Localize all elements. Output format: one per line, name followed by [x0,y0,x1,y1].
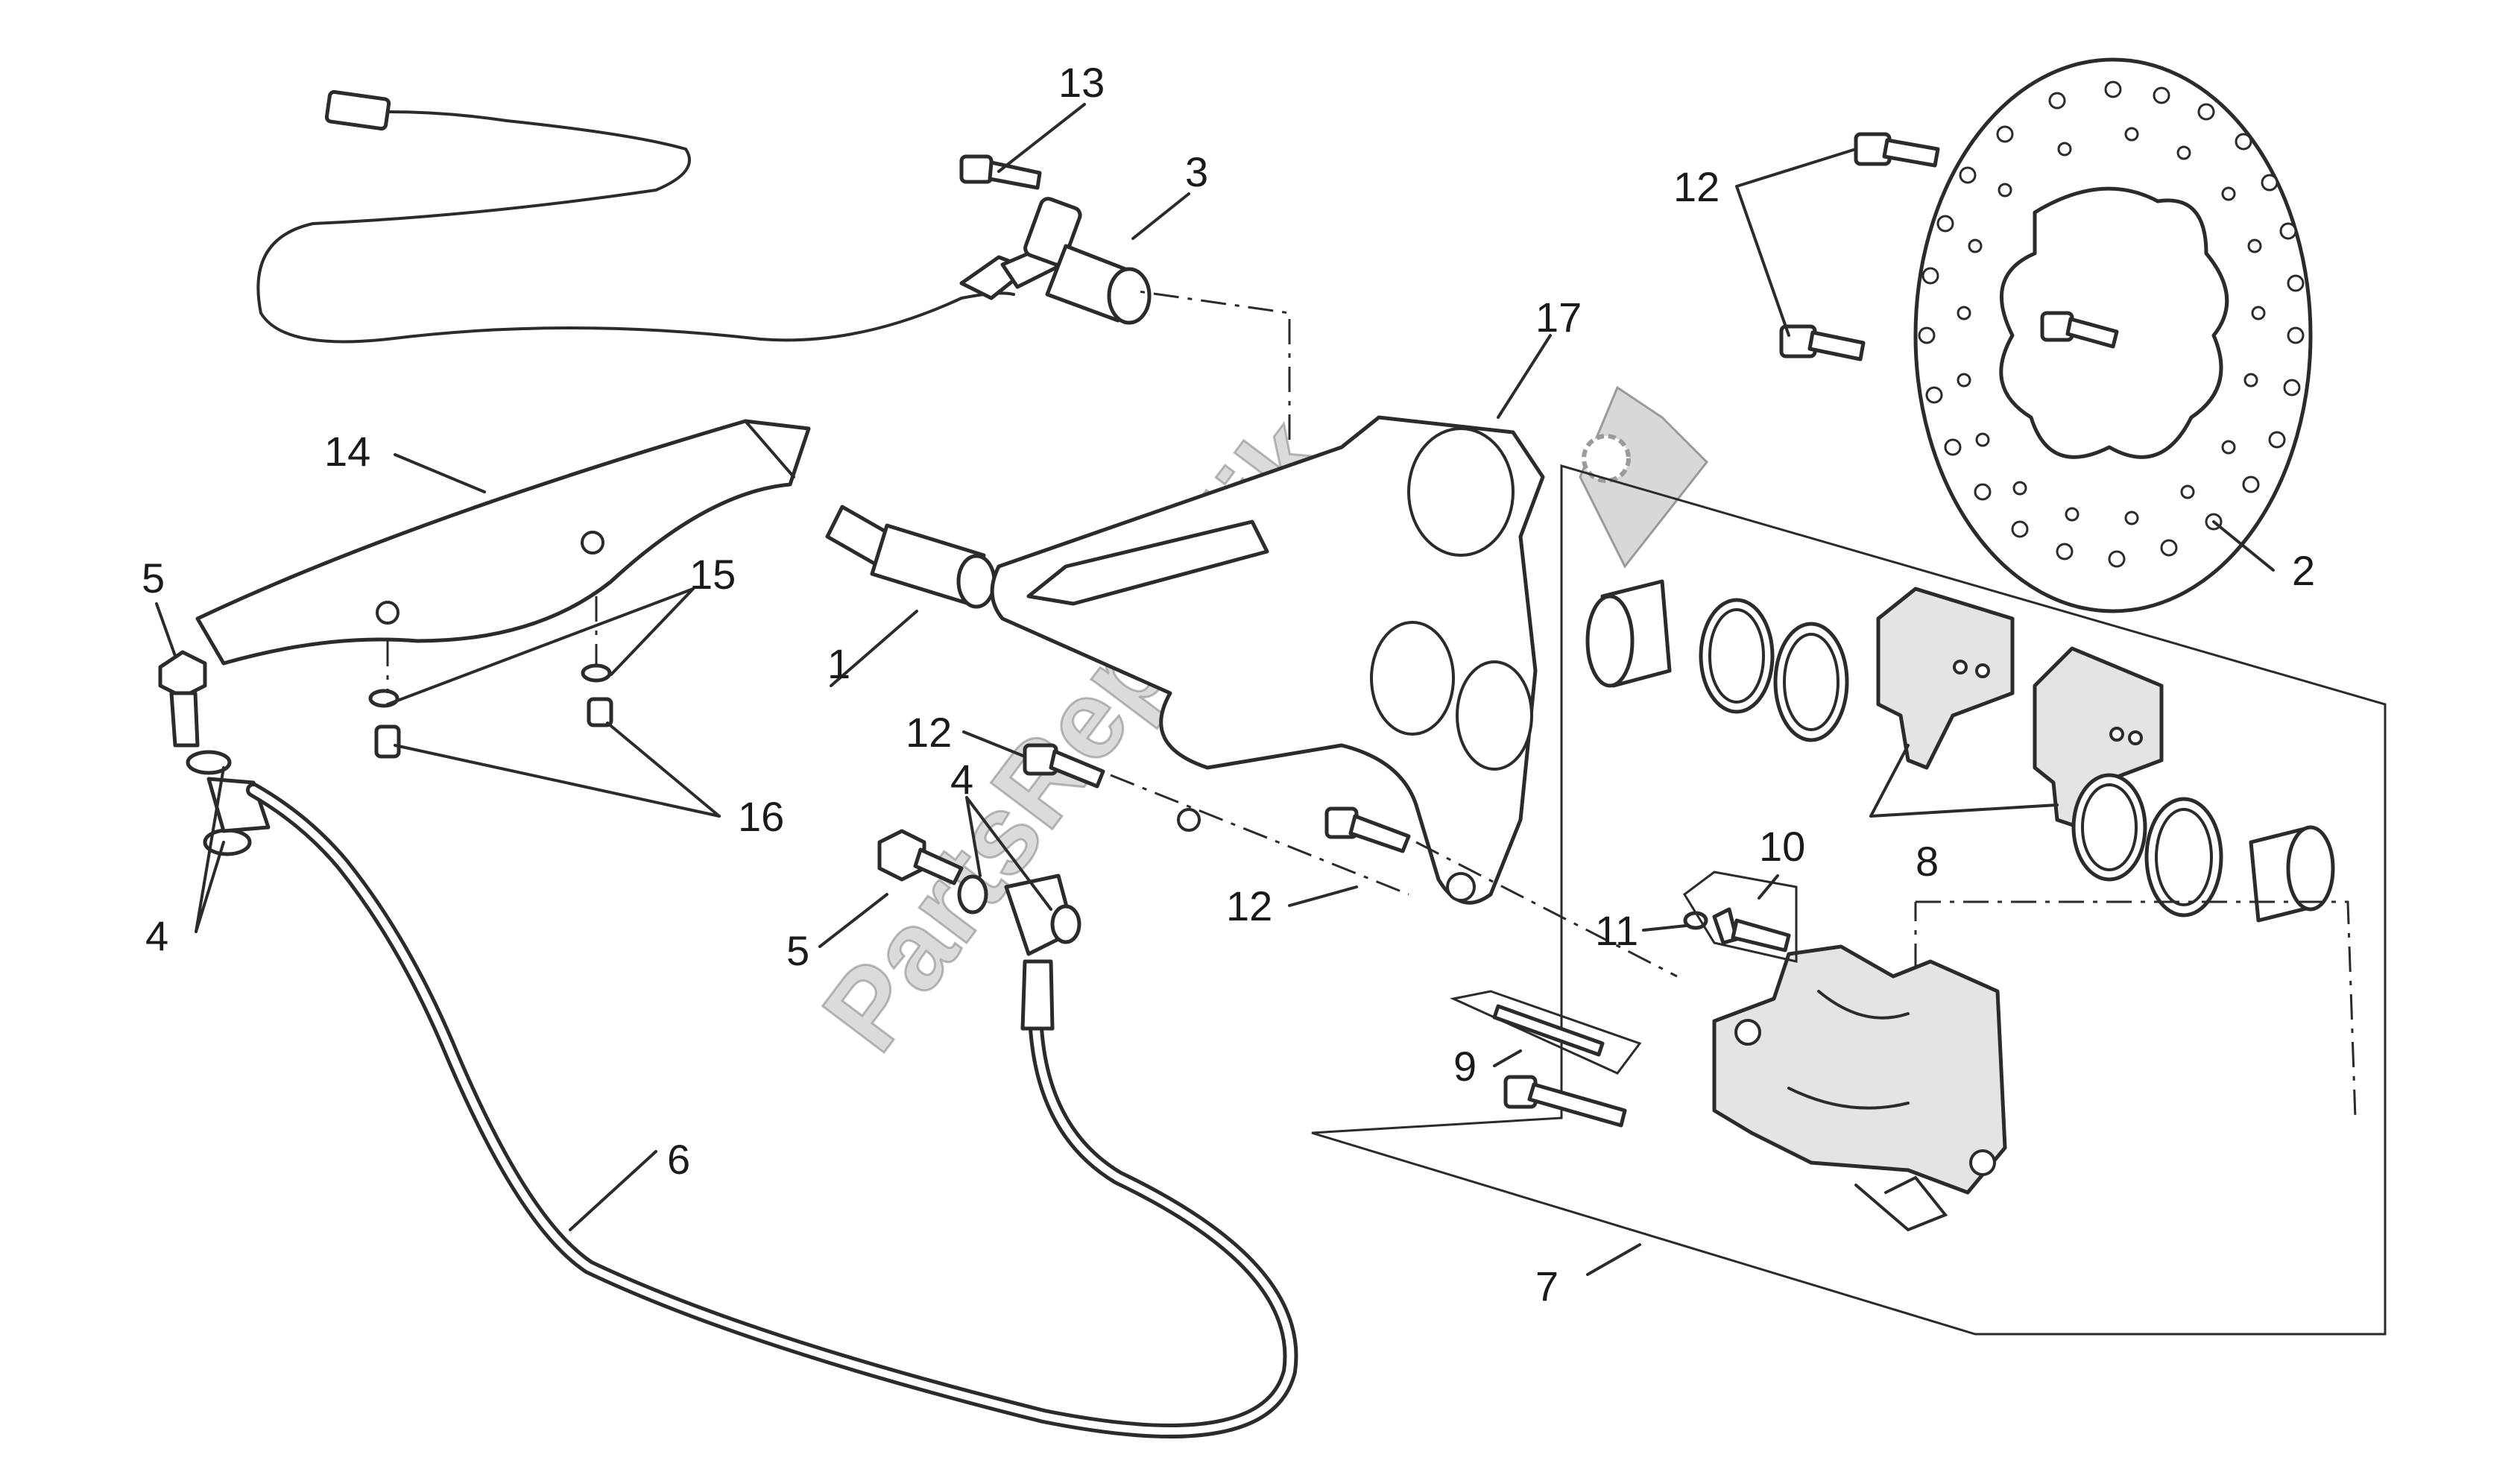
guide-lines-bracket [1110,289,1678,978]
guide-lines-caliper [1914,900,2357,1119]
callout-4-middle: 4 [950,756,973,803]
chain-guard [195,419,811,666]
washer-15-b [581,663,612,683]
screw-16-b [587,697,613,727]
bolt-13 [959,154,1042,190]
callout-16: 16 [738,793,784,840]
callout-14: 14 [324,428,370,475]
callout-8: 8 [1916,838,1939,885]
bolt-12-bracket-a [1023,743,1105,789]
seals-right [2071,773,2223,917]
bolt-12-bracket-b [1324,806,1411,853]
callout-2: 2 [2292,547,2315,594]
caliper-bracket [990,415,1545,905]
piston-right [2249,825,2335,923]
callout-10: 10 [1759,823,1805,870]
leader-lines [155,103,2275,1276]
callout-3: 3 [1185,148,1208,195]
callout-11: 11 [1595,907,1638,954]
bleed-kit-outline [1683,871,1798,963]
caliper-kit-outline [1311,464,2387,1336]
bolt-12-disc-a [1854,132,1940,168]
callout-12-bracket-top: 12 [906,709,952,756]
pin-1 [825,505,997,609]
bolt-12-disc-c [2040,311,2119,349]
piston-left [1585,579,1672,688]
callout-4-left: 4 [145,912,168,959]
callout-5-middle: 5 [786,927,809,974]
callout-9: 9 [1453,1043,1477,1090]
bleed-valve-10 [1712,907,1791,953]
callout-15: 15 [689,551,736,598]
pad-pin-9 [1450,990,1642,1075]
brake-hose [206,777,1298,1438]
callout-12-bracket-bottom: 12 [1226,882,1272,929]
caliper-bolt [1503,1075,1627,1128]
banjo-bolt-middle [877,829,964,885]
guide-lines-15 [386,596,598,693]
screw-16-a [374,724,401,759]
disc-holes [1918,80,2305,568]
washers-middle [957,874,1081,944]
callout-7: 7 [1535,1263,1559,1310]
brake-pads [1876,587,2164,830]
seals-left [1699,598,1849,742]
caliper-body [1712,944,2007,1195]
callout-17: 17 [1535,294,1582,341]
callout-12-disc: 12 [1673,163,1720,210]
watermark-gear-icon [1579,385,1709,569]
pad-spring-clip [1854,1175,1948,1232]
callout-13: 13 [1058,59,1105,106]
banjo-bolt-left [158,650,207,748]
bolt-12-disc-b [1779,324,1866,361]
speed-sensor [959,197,1152,325]
callout-1: 1 [827,640,850,687]
callout-5-left: 5 [142,555,165,601]
callout-6: 6 [667,1136,690,1183]
callout-labels: 13 3 12 17 2 14 5 15 1 16 12 4 5 4 6 12 … [142,59,2315,1310]
sensor-cable [256,89,1015,344]
